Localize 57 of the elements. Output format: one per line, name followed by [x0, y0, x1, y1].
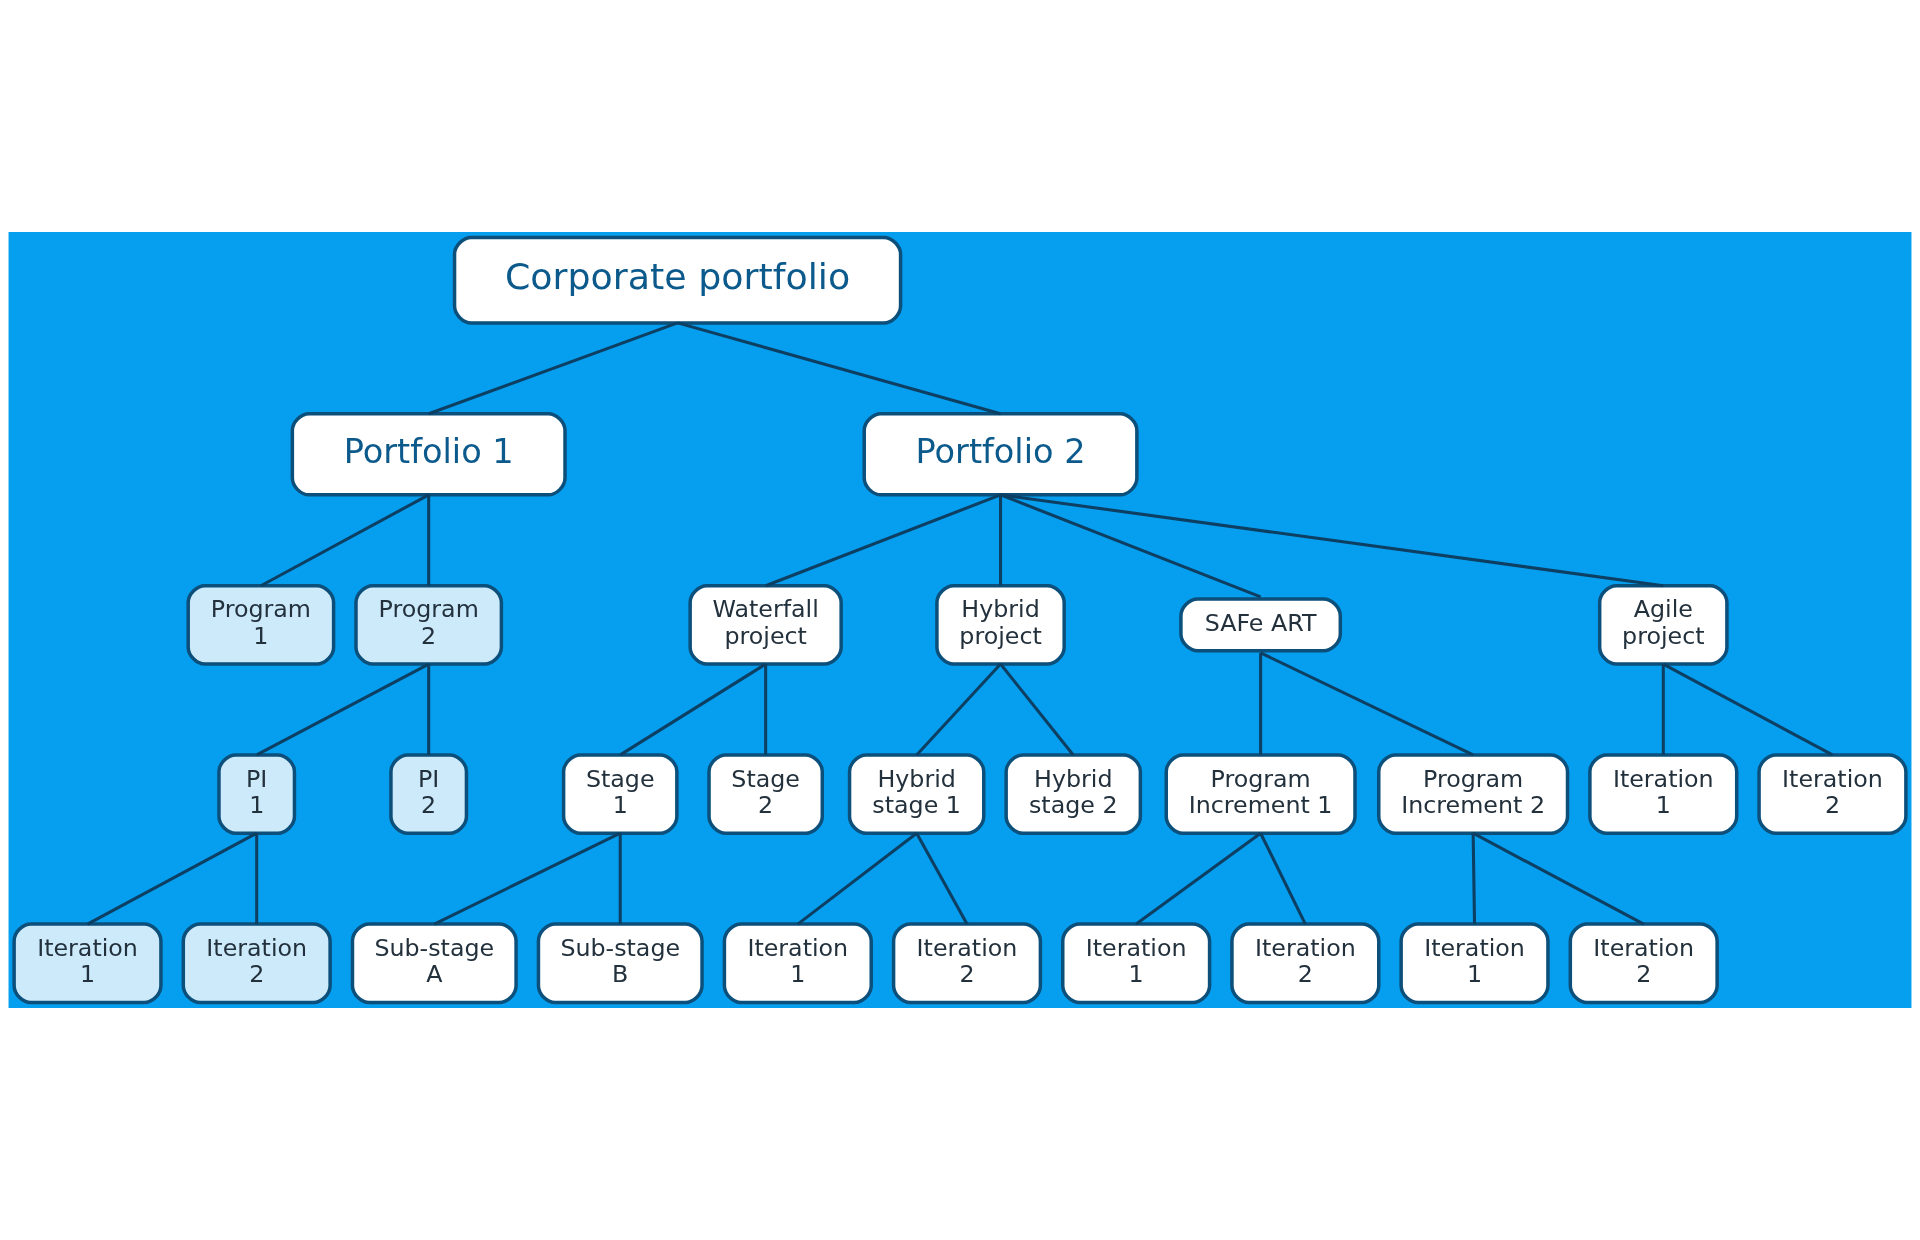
connector: [1135, 832, 1262, 926]
connector: [677, 321, 1001, 416]
node-box: Iteration 2: [1568, 922, 1719, 1005]
connector: [1000, 493, 1664, 588]
connector: [764, 664, 768, 755]
node-box: Stage 1: [561, 753, 679, 835]
node-box: Program 2: [354, 584, 504, 666]
connector: [1471, 833, 1477, 925]
connector: [765, 493, 1002, 588]
connector: [1259, 832, 1307, 925]
connector: [618, 833, 622, 925]
connector: [796, 832, 918, 926]
node-box: Hybrid stage 1: [847, 753, 986, 835]
node-box: Sub-stage A: [350, 922, 518, 1005]
connector: [256, 662, 430, 757]
connector: [255, 833, 259, 925]
node-box: Iteration 2: [1230, 922, 1381, 1005]
node-box: Iteration 1: [1588, 753, 1739, 835]
connector: [1472, 831, 1645, 926]
node-box: Iteration 2: [891, 922, 1043, 1005]
node-box: PI 1: [217, 753, 297, 835]
node-box: Iteration 1: [722, 922, 873, 1005]
node-box: Hybrid stage 2: [1004, 753, 1143, 835]
node-box: SAFe ART: [1179, 597, 1343, 653]
connector: [999, 663, 1075, 756]
connector: [1662, 662, 1834, 757]
node-box: PI 2: [389, 753, 469, 835]
node-box: Program 1: [186, 584, 336, 666]
connector: [1661, 664, 1665, 755]
connector: [427, 664, 431, 755]
connector: [1000, 493, 1262, 599]
connector: [999, 494, 1003, 586]
node-box: Iteration 1: [1399, 922, 1550, 1005]
connector: [428, 321, 679, 416]
node-box: Program Increment 1: [1164, 753, 1357, 835]
node-box: Iteration 2: [181, 922, 332, 1005]
node-box: Portfolio 1: [290, 412, 567, 497]
connector: [433, 831, 621, 926]
node-box: Iteration 1: [1061, 922, 1212, 1005]
connector: [915, 663, 1002, 756]
node-box: Agile project: [1597, 584, 1729, 666]
node-box: Sub-stage B: [536, 922, 704, 1005]
connector: [1259, 652, 1263, 755]
node-box: Waterfall project: [688, 584, 843, 666]
node-box: Stage 2: [707, 753, 825, 835]
connector: [260, 493, 430, 588]
node-box: Corporate portfolio: [452, 235, 903, 325]
node-box: Iteration 1: [12, 922, 163, 1005]
node-box: Program Increment 2: [1377, 753, 1570, 835]
node-box: Portfolio 2: [862, 412, 1139, 497]
connector: [915, 832, 969, 925]
node-box: Hybrid project: [935, 584, 1066, 666]
connector: [86, 831, 258, 926]
connector: [1259, 651, 1474, 757]
connector: [619, 662, 767, 757]
node-box: Iteration 2: [1757, 753, 1908, 835]
connector: [427, 494, 431, 586]
